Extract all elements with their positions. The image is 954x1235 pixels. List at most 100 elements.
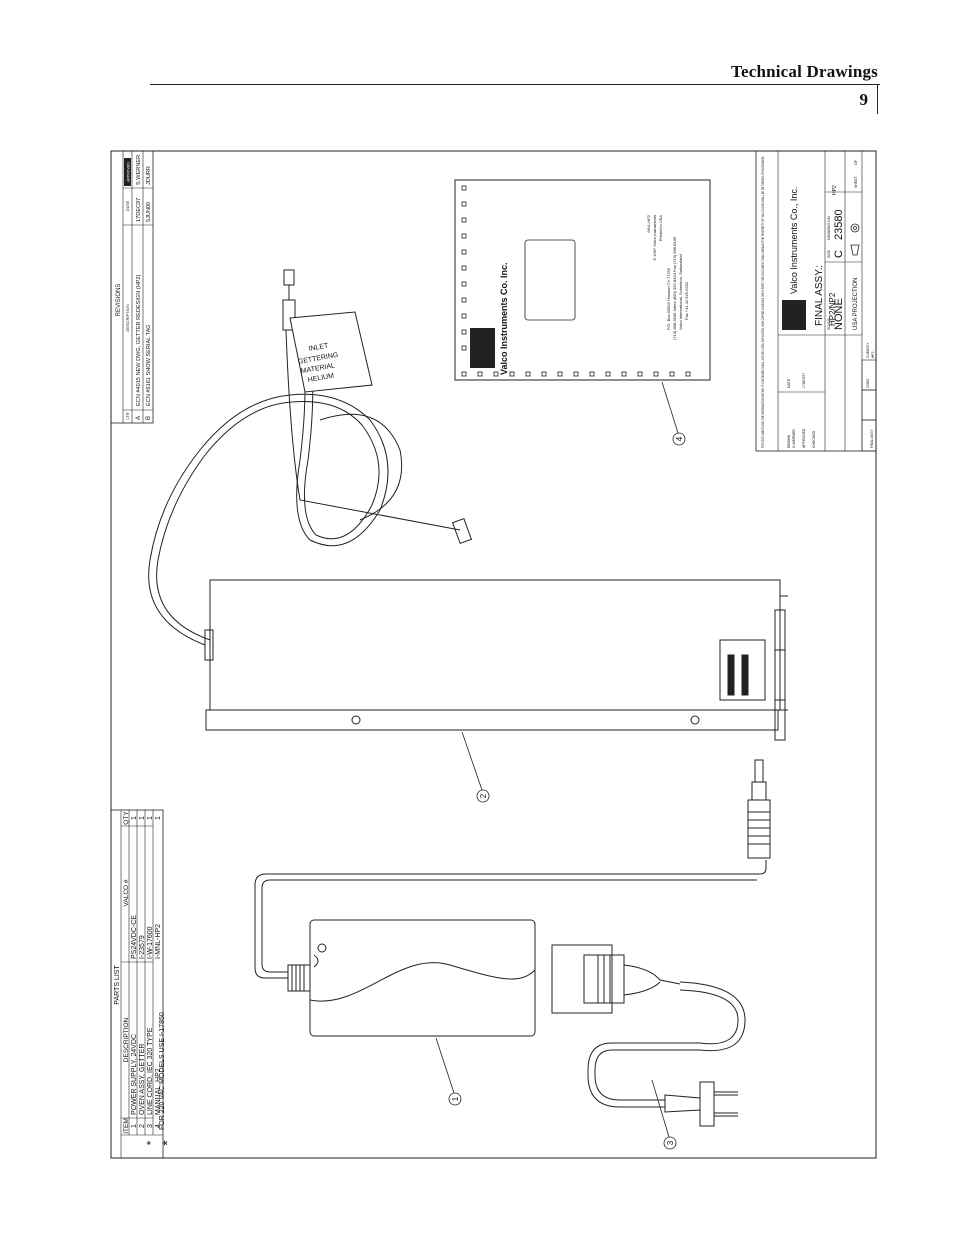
svg-text:3: 3 [147, 1124, 154, 1128]
rev-row-approved: S.WERNER [136, 155, 142, 185]
tb-title-value: HP2/NP2 [828, 292, 837, 326]
page-number: 9 [859, 90, 869, 109]
screw-icon [351, 715, 361, 725]
parts-list-table: PARTS LIST ITEM DESCRIPTION VALCO # QTY … [110, 809, 175, 1159]
svg-text:17DEC97: 17DEC97 [802, 373, 806, 388]
header-vertical-rule [877, 84, 878, 114]
header-rule [150, 84, 880, 85]
callout-4: 4 [675, 436, 684, 441]
svg-text:OF: OF [854, 159, 858, 165]
svg-text:MNL-HP2: MNL-HP2 [646, 214, 651, 232]
rev-col-description: DESCRIPTION [125, 304, 130, 331]
svg-text:1: 1 [147, 816, 154, 820]
rev-row-ltr: A [136, 416, 142, 420]
rev-row-description: ECN #5161 SHOW SERIAL TAG [146, 324, 152, 406]
vici-logo [470, 328, 495, 368]
svg-text:1: 1 [131, 1124, 138, 1128]
svg-text:POWER SUPPLY, 24VDC: POWER SUPPLY, 24VDC [131, 1034, 138, 1115]
serial-tag [719, 639, 766, 701]
svg-text:P.O. Box 55603 Houston TX 7725: P.O. Box 55603 Houston TX 77255 [666, 267, 671, 330]
svg-text:1: 1 [139, 816, 146, 820]
svg-text:FINAL ASSY: FINAL ASSY [870, 428, 874, 448]
rev-row-approved: JDURR [146, 166, 152, 185]
tb-company: Valco Instruments Co., Inc. [789, 187, 799, 294]
svg-text:DRAWING NO.: DRAWING NO. [827, 215, 831, 240]
svg-text:SUBASSY: SUBASSY [866, 342, 870, 358]
tb-model: HP2 [832, 185, 838, 195]
svg-text:Fax +41 41 925-6201: Fax +41 41 925-6201 [684, 281, 689, 320]
svg-text:Printed in USA: Printed in USA [658, 215, 663, 242]
svg-text:MANUAL, HP2: MANUAL, HP2 [155, 1068, 162, 1115]
parts-col-item: ITEM [123, 1118, 130, 1134]
power-symbol-icon [317, 943, 327, 953]
tb-title-label: FINAL ASSY.: [814, 265, 825, 326]
table-row: 1 POWER SUPPLY, 24VDC PS24VDC-CE 1 [131, 816, 138, 1128]
svg-text:HP2: HP2 [871, 351, 875, 358]
svg-text:SHEET: SHEET [854, 175, 858, 188]
rev-row-date: 5JUN00 [146, 202, 152, 222]
svg-text:1: 1 [131, 816, 138, 820]
svg-text:SCALE: SCALE [827, 318, 831, 330]
svg-text:1: 1 [155, 816, 162, 820]
rev-row-description: ECN #4015 NEW DWG, GETTER REDESIGN (HP2) [136, 274, 142, 406]
table-row: 2 OVEN ASSY, GETTER I-23579 1 [139, 816, 146, 1128]
parts-col-description: DESCRIPTION [123, 1017, 130, 1062]
drawing-border [110, 150, 877, 1159]
parts-col-valco: VALCO # [123, 879, 130, 906]
tb-projection: USA PROJECTION [853, 278, 859, 330]
svg-text:DRAWN: DRAWN [787, 434, 791, 448]
manual-drawing: Valco Instruments Co. Inc. MNL-HP2 © 199… [454, 179, 711, 381]
tb-scale-value: NONE [833, 298, 845, 330]
title-block: THIS DOCUMENT AND THE INFORMATION WITHIN… [755, 150, 877, 452]
manual-company: Valco Instruments Co. Inc. [499, 262, 509, 375]
svg-text:*: * [144, 1140, 158, 1145]
screw-icon [690, 715, 700, 725]
callout-3: 3 [666, 1140, 675, 1145]
revisions-title: REVISIONS [116, 284, 122, 317]
tb-size-value: C [833, 250, 845, 258]
table-row: * 3 LINE CORD, IEC 320 TYPE I-W-17600 1 [144, 816, 158, 1145]
tb-drawing-no: 23580 [833, 209, 845, 240]
callout-1: 1 [451, 1096, 460, 1101]
parts-col-qty: QTY [123, 811, 130, 825]
table-row: 4 MANUAL, HP2 I-MNL-HP2 1 [155, 816, 162, 1128]
revisions-block: REVISIONS LTR DESCRIPTION DATE APPROVED … [110, 150, 154, 424]
rev-row-date: 17DEC97 [136, 198, 142, 222]
svg-text:(713) 688-9345 Sales (800) 36: (713) 688-9345 Sales (800) 367-8424 Fax … [672, 236, 677, 340]
power-supply-drawing [254, 759, 771, 1037]
svg-text:INLET: INLET [308, 342, 329, 352]
svg-text:OVEN ASSY, GETTER: OVEN ASSY, GETTER [139, 1044, 146, 1115]
svg-text:I-W-17600: I-W-17600 [147, 926, 154, 959]
svg-text:DATE: DATE [787, 378, 791, 388]
svg-text:S.WERNER: S.WERNER [792, 429, 796, 448]
svg-text:PS24VDC-CE: PS24VDC-CE [131, 915, 138, 959]
rev-row-ltr: B [146, 416, 152, 420]
parts-note: FOR 220 VAC MODELS USE I-17850 [159, 1012, 166, 1130]
callout-2: 2 [479, 793, 488, 798]
svg-text:APPROVED: APPROVED [802, 428, 806, 448]
svg-text:Valco International, Schenkon,: Valco International, Schenkon, Switzerla… [678, 254, 683, 330]
svg-text:LINE CORD, IEC 320 TYPE: LINE CORD, IEC 320 TYPE [147, 1027, 154, 1115]
page-header-title: Technical Drawings [730, 62, 878, 81]
svg-text:SIZE: SIZE [827, 249, 831, 258]
svg-text:© 1997 Valco Instruments: © 1997 Valco Instruments [652, 215, 657, 261]
projection-symbol-icon [850, 223, 860, 256]
svg-text:CHECKED: CHECKED [812, 430, 816, 448]
rev-col-ltr: LTR [125, 412, 130, 419]
gas-line-tubing [148, 269, 473, 646]
svg-text:23580: 23580 [866, 379, 870, 388]
tb-notice: THIS DOCUMENT AND THE INFORMATION WITHIN… [761, 156, 765, 448]
inlet-tag: INLET GETTERING MATERIAL HELIUM [289, 311, 373, 393]
vici-logo [782, 300, 806, 330]
svg-text:I-MNL-HP2: I-MNL-HP2 [155, 924, 162, 959]
rev-col-date: DATE [125, 200, 130, 211]
svg-text:HELIUM: HELIUM [307, 373, 334, 385]
svg-text:4: 4 [155, 1124, 162, 1128]
parts-note-star: * [159, 1140, 175, 1146]
callouts [435, 381, 686, 1150]
svg-text:I-23579: I-23579 [139, 935, 146, 959]
parts-list-title: PARTS LIST [114, 965, 121, 1005]
line-cord-drawing [551, 944, 746, 1127]
oven-assembly-drawing [204, 579, 788, 741]
